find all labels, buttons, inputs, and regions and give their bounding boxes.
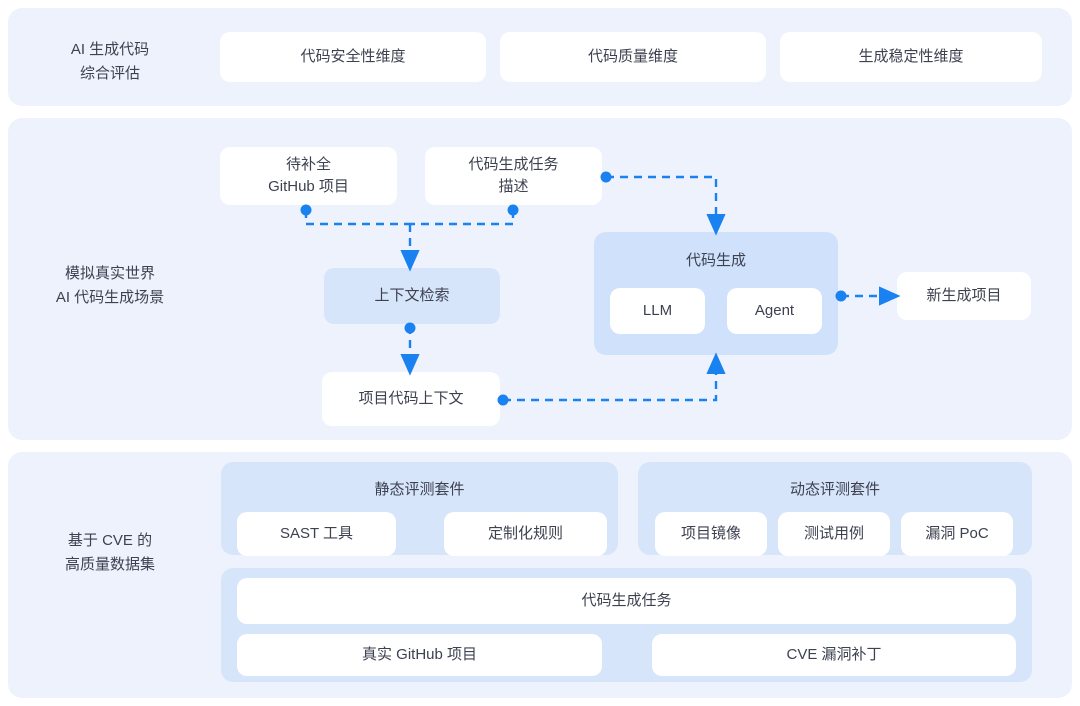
dataset-item-codegen-task[interactable]: 代码生成任务	[237, 578, 1016, 624]
dataset-item-sast-tool[interactable]: SAST 工具	[237, 512, 396, 556]
group-title-static-suite: 静态评测套件	[374, 481, 465, 498]
row-label-evaluation: AI 生成代码 综合评估	[70, 41, 150, 82]
row-label-scene: 模拟真实世界 AI 代码生成场景	[55, 265, 165, 306]
dataset-item-vuln-poc[interactable]: 漏洞 PoC	[901, 512, 1013, 556]
node-context-retrieval[interactable]: 上下文检索	[324, 268, 500, 324]
row-label-dataset: 基于 CVE 的 高质量数据集	[64, 532, 155, 573]
node-llm[interactable]: LLM	[610, 288, 705, 334]
dataset-item-test-case[interactable]: 测试用例	[778, 512, 890, 556]
group-title-dynamic-suite: 动态评测套件	[789, 481, 880, 498]
dataset-item-cve-patch[interactable]: CVE 漏洞补丁	[652, 634, 1016, 676]
node-agent[interactable]: Agent	[727, 288, 822, 334]
dataset-item-custom-rules[interactable]: 定制化规则	[444, 512, 607, 556]
node-task-description[interactable]: 代码生成任务 描述	[425, 147, 602, 205]
group-title-code-generation: 代码生成	[685, 252, 746, 269]
dataset-item-project-image[interactable]: 项目镜像	[655, 512, 767, 556]
node-github-project[interactable]: 待补全 GitHub 项目	[220, 147, 397, 205]
eval-card-generation-stability[interactable]: 生成稳定性维度	[780, 32, 1042, 82]
eval-card-code-quality[interactable]: 代码质量维度	[500, 32, 766, 82]
eval-card-code-security[interactable]: 代码安全性维度	[220, 32, 486, 82]
dataset-item-real-github-project[interactable]: 真实 GitHub 项目	[237, 634, 602, 676]
node-project-context[interactable]: 项目代码上下文	[322, 372, 500, 426]
node-new-project[interactable]: 新生成项目	[897, 272, 1031, 320]
